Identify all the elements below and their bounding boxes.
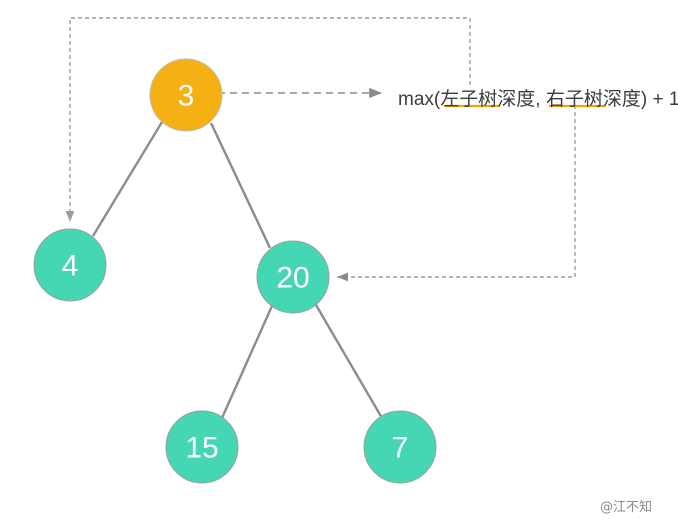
annotation-left-term-to-node-4 bbox=[65, 17, 471, 222]
annotation-right-term-to-node-20 bbox=[337, 105, 576, 282]
node-label: 20 bbox=[276, 262, 309, 295]
tree-edges bbox=[91, 121, 384, 419]
edge-root-right bbox=[209, 122, 272, 249]
formula-separator: , bbox=[535, 89, 546, 110]
watermark: @江不知 bbox=[600, 500, 653, 515]
edge-right-rl bbox=[220, 305, 274, 419]
node-label: 4 bbox=[62, 250, 79, 283]
tree-nodes: 3 4 20 15 7 bbox=[33, 58, 437, 484]
node-rr-7[interactable]: 7 bbox=[363, 410, 437, 484]
depth-formula: max(左子树深度, 右子树深度) + 1 bbox=[398, 84, 678, 111]
node-label: 7 bbox=[392, 432, 409, 465]
node-left-4[interactable]: 4 bbox=[33, 228, 107, 302]
formula-left-term: 左子树 bbox=[440, 89, 498, 110]
edge-root-left bbox=[91, 121, 164, 237]
node-label: 3 bbox=[178, 80, 195, 113]
node-circle[interactable] bbox=[33, 228, 107, 302]
formula-left-tail: 深度 bbox=[497, 89, 536, 110]
annotation-root-to-formula bbox=[205, 87, 382, 99]
node-circle[interactable] bbox=[165, 410, 239, 484]
formula-right-term: 右子树 bbox=[545, 89, 603, 110]
edge-right-rr bbox=[314, 304, 384, 419]
formula-prefix: max( bbox=[398, 89, 441, 110]
node-label: 15 bbox=[185, 432, 218, 465]
formula-suffix: ) + 1 bbox=[640, 89, 678, 110]
dashed-right-path bbox=[337, 105, 576, 282]
node-circle[interactable] bbox=[363, 410, 437, 484]
node-circle[interactable] bbox=[149, 58, 223, 132]
node-root-3[interactable]: 3 bbox=[149, 58, 223, 132]
formula-right-tail: 深度 bbox=[602, 89, 641, 110]
node-right-20[interactable]: 20 bbox=[256, 240, 330, 314]
dashed-left-path bbox=[65, 17, 471, 222]
node-rl-15[interactable]: 15 bbox=[165, 410, 239, 484]
node-circle[interactable] bbox=[256, 240, 330, 314]
